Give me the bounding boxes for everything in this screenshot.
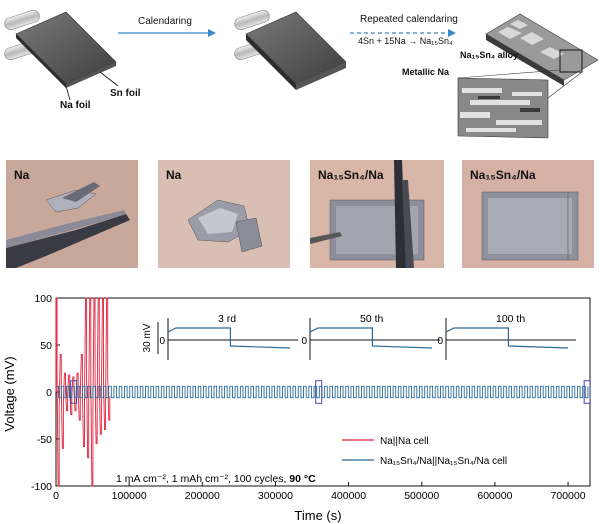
- inset-voltage-trace: [309, 327, 433, 349]
- photo-caption: Na₁₅Sn₄/Na: [470, 168, 536, 182]
- alloy-bar: [485, 13, 599, 86]
- test-conditions-text: 1 mA cm⁻², 1 mAh cm⁻², 100 cycles,: [116, 473, 289, 485]
- inset-voltage-trace: [445, 327, 569, 349]
- chart-inset: 30 mV 0 3 rd 0 50 th 0 100 th: [142, 313, 576, 360]
- inset-zero-label: 0: [437, 336, 443, 347]
- chart-legend: Na||Na cell Na₁₅Sn₄/Na||Na₁₅Sn₄/Na cell: [342, 436, 507, 467]
- y-tick-label: 50: [40, 340, 52, 352]
- y-tick-label: 0: [46, 387, 52, 399]
- schematic-drawing: [4, 9, 599, 139]
- x-tick-label: 300000: [258, 490, 293, 502]
- photo-caption: Na₁₅Sn₄/Na: [318, 168, 384, 182]
- legend-label-alloy: Na₁₅Sn₄/Na||Na₁₅Sn₄/Na cell: [380, 456, 507, 467]
- cycle-highlight-box: [315, 380, 323, 404]
- alloy-label: Na₁₅Sn₄ alloy: [460, 50, 519, 60]
- plot-frame: [55, 297, 591, 487]
- inset-zero-label: 0: [159, 336, 165, 347]
- calender-rollers-1: [4, 9, 119, 101]
- repeated-calendaring-label: Repeated calendaring: [360, 14, 458, 25]
- inset-scale-label: 30 mV: [142, 323, 153, 352]
- photo-alloy-sheet: Na₁₅Sn₄/Na: [462, 160, 594, 268]
- calendaring-label: Calendaring: [138, 16, 192, 27]
- y-tick-label: 100: [34, 293, 52, 305]
- inset-panel-label: 100 th: [496, 313, 525, 325]
- y-axis-label: Voltage (mV): [2, 356, 17, 431]
- x-axis-label: Time (s): [294, 508, 341, 523]
- cycle-highlight-box: [583, 380, 591, 404]
- x-tick-label: 400000: [331, 490, 366, 502]
- inset-voltage-trace: [167, 327, 291, 349]
- sn-foil-label: Sn foil: [110, 88, 141, 99]
- alloy-zoom: [457, 69, 583, 139]
- inset-panel-label: 50 th: [360, 313, 384, 325]
- x-tick-label: 0: [53, 490, 59, 502]
- reaction-equation: 4Sn + 15Na → Na₁₅Sn₄: [358, 36, 453, 46]
- inset-zero-label: 0: [301, 336, 307, 347]
- photo-alloy-cut: Na₁₅Sn₄/Na: [310, 160, 444, 268]
- photo-na-cut: Na: [6, 160, 138, 268]
- photo-caption: Na: [14, 168, 30, 182]
- test-temperature: 90 °C: [289, 473, 316, 485]
- calender-rollers-2: [234, 9, 347, 90]
- x-tick-label: 600000: [477, 490, 512, 502]
- x-tick-label: 700000: [551, 490, 586, 502]
- x-tick-label: 100000: [112, 490, 147, 502]
- x-tick-label: 500000: [404, 490, 439, 502]
- inset-highlight-boxes: [70, 380, 591, 404]
- na-foil-label: Na foil: [60, 100, 91, 111]
- schematic-panel: Calendaring Repeated calendaring 4Sn + 1…: [0, 0, 600, 150]
- legend-label-na: Na||Na cell: [380, 436, 429, 447]
- inset-panel-label: 3 rd: [218, 313, 236, 325]
- photo-na-crumpled: Na: [158, 160, 290, 268]
- cycle-highlight-box: [70, 380, 78, 404]
- photo-caption: Na: [166, 168, 182, 182]
- y-tick-label: -50: [37, 434, 52, 446]
- x-tick-label: 200000: [185, 490, 220, 502]
- metallic-na-label: Metallic Na: [402, 67, 450, 77]
- test-conditions: 1 mA cm⁻², 1 mAh cm⁻², 100 cycles, 90 °C: [116, 473, 316, 485]
- y-tick-label: -100: [31, 481, 52, 493]
